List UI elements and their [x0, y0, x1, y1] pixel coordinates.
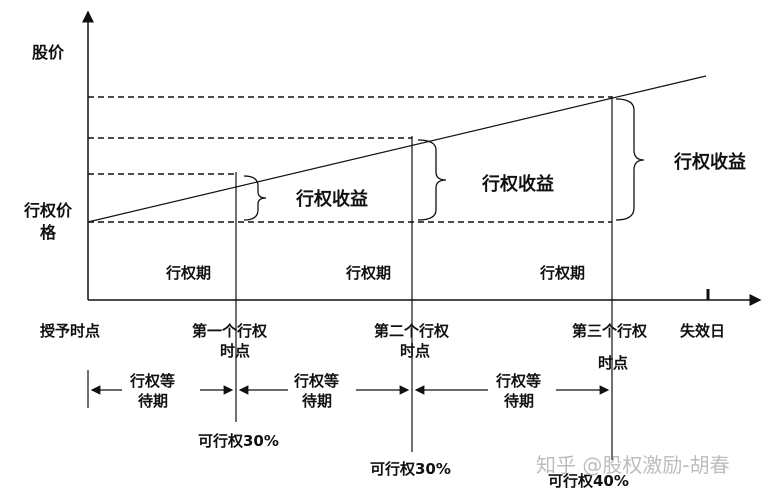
- vesting-first: 可行权30%: [198, 432, 279, 450]
- exercise-gain-label-1: 行权收益: [295, 188, 368, 210]
- vesting-third: 可行权40%: [548, 472, 629, 490]
- watermark: 知乎 @股权激励-胡春: [536, 453, 730, 477]
- vesting-second: 可行权30%: [370, 460, 451, 478]
- second-exercise-date-line1: 第二个行权: [374, 322, 450, 340]
- strike-price-label-line2: 格: [40, 223, 57, 242]
- strike-price-label-line1: 行权价: [23, 201, 73, 220]
- waiting-period-2-line1: 行权等: [293, 372, 339, 390]
- exercise-gain-label-2: 行权收益: [481, 173, 554, 195]
- first-exercise-date-line1: 第一个行权: [192, 322, 268, 340]
- exercise-period-label-1: 行权期: [165, 264, 211, 282]
- second-exercise-date-line2: 时点: [400, 342, 430, 360]
- gain-brace-3: [615, 98, 645, 221]
- waiting-period-3-line2: 待期: [504, 392, 534, 410]
- third-exercise-date-line2: 时点: [598, 354, 628, 372]
- exercise-gain-label-3: 行权收益: [673, 151, 746, 173]
- gain-brace-1: [243, 175, 267, 221]
- third-exercise-date-line1: 第三个行权: [572, 322, 648, 340]
- expiry-date-label: 失效日: [680, 322, 725, 340]
- gain-brace-2: [417, 139, 447, 221]
- stock-price-trend-line: [87, 75, 707, 223]
- waiting-period-1-line2: 待期: [138, 392, 168, 410]
- exercise-period-label-3: 行权期: [539, 264, 585, 282]
- grant-date-label: 授予时点: [40, 322, 100, 340]
- waiting-period-2-line2: 待期: [302, 392, 332, 410]
- waiting-period-3-line1: 行权等: [495, 372, 541, 390]
- first-exercise-date-line2: 时点: [220, 342, 250, 360]
- y-axis-label: 股价: [32, 43, 65, 62]
- waiting-period-1-line1: 行权等: [129, 372, 175, 390]
- exercise-period-label-2: 行权期: [345, 264, 391, 282]
